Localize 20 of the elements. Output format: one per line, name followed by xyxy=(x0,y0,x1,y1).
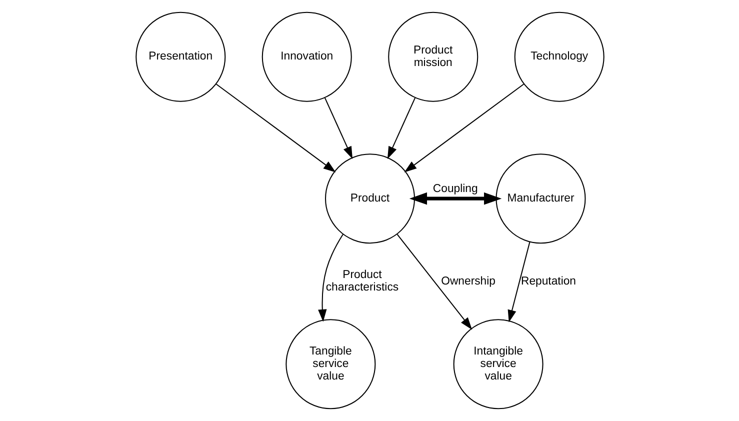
arrow xyxy=(318,234,344,322)
node-circle: Presentation xyxy=(135,12,226,102)
node-circle: Innovation xyxy=(261,12,352,102)
node-circle: Manufacturer xyxy=(495,154,586,244)
edge-label: Ownership xyxy=(440,275,495,288)
arrow xyxy=(404,84,524,172)
arrow xyxy=(507,242,530,322)
node-circle: Product xyxy=(324,154,415,244)
arrow xyxy=(396,234,472,330)
arrow xyxy=(324,98,352,159)
node-circle: Product mission xyxy=(388,12,478,102)
edge-label: Coupling xyxy=(432,183,478,196)
arrow xyxy=(215,84,336,172)
arrow xyxy=(408,192,502,205)
node-circle: Technology xyxy=(514,12,604,102)
arrow xyxy=(386,98,415,159)
node-circle: Intangible service value xyxy=(452,319,543,410)
edge-label: Reputation xyxy=(520,275,576,288)
node-circle: Tangible service value xyxy=(285,319,376,410)
edge-label: Product characteristics xyxy=(325,269,398,294)
